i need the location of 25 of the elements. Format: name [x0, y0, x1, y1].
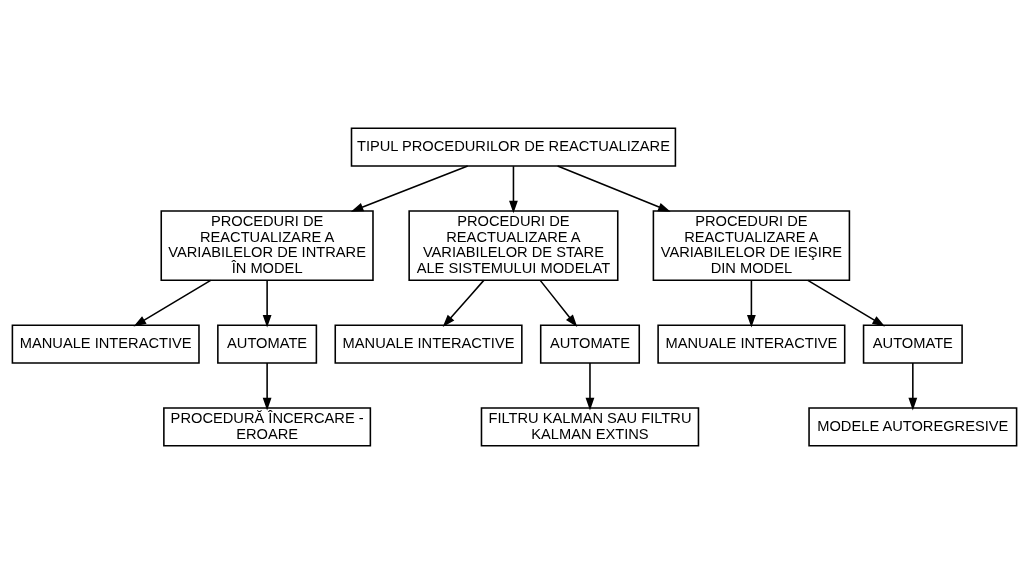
node-box: AUTOMATE	[539, 323, 641, 364]
arrow	[585, 361, 595, 410]
node-box: PROCEDURI DE REACTUALIZARE A VARIABILELOR DE STARE ALE SISTEMULUI MODELAT	[408, 209, 619, 281]
arrow	[539, 279, 578, 327]
arrow	[442, 279, 485, 327]
node-box: TIPUL PROCEDURILOR DE REACTUALIZARE	[350, 126, 677, 167]
arrow	[262, 279, 272, 328]
node-box: MANUALE INTERACTIVE	[657, 323, 846, 364]
arrow	[747, 279, 756, 328]
node-box: PROCEDURI DE REACTUALIZARE A VARIABILELOR DE INTRARE ÎN MODEL	[160, 209, 374, 281]
node-box: AUTOMATE	[862, 323, 963, 364]
node-box: MODELE AUTOREGRESIVE	[808, 406, 1018, 447]
arrow	[133, 279, 212, 326]
node-box: AUTOMATE	[217, 323, 318, 364]
arrow	[908, 361, 918, 410]
node-box: FILTRU KALMAN SAU FILTRU KALMAN EXTINS	[480, 406, 700, 447]
arrow	[509, 164, 518, 213]
node-box: MANUALE INTERACTIVE	[334, 323, 523, 364]
node-box: PROCEDURI DE REACTUALIZARE A VARIABILELOR DE IEŞIRE DIN MODEL	[652, 209, 851, 281]
arrow	[350, 164, 469, 212]
node-box: MANUALE INTERACTIVE	[11, 323, 200, 364]
arrow	[556, 164, 671, 212]
node-box: PROCEDURĂ ÎNCERCARE - EROARE	[163, 406, 372, 447]
arrow	[262, 361, 272, 410]
arrow	[807, 279, 885, 326]
